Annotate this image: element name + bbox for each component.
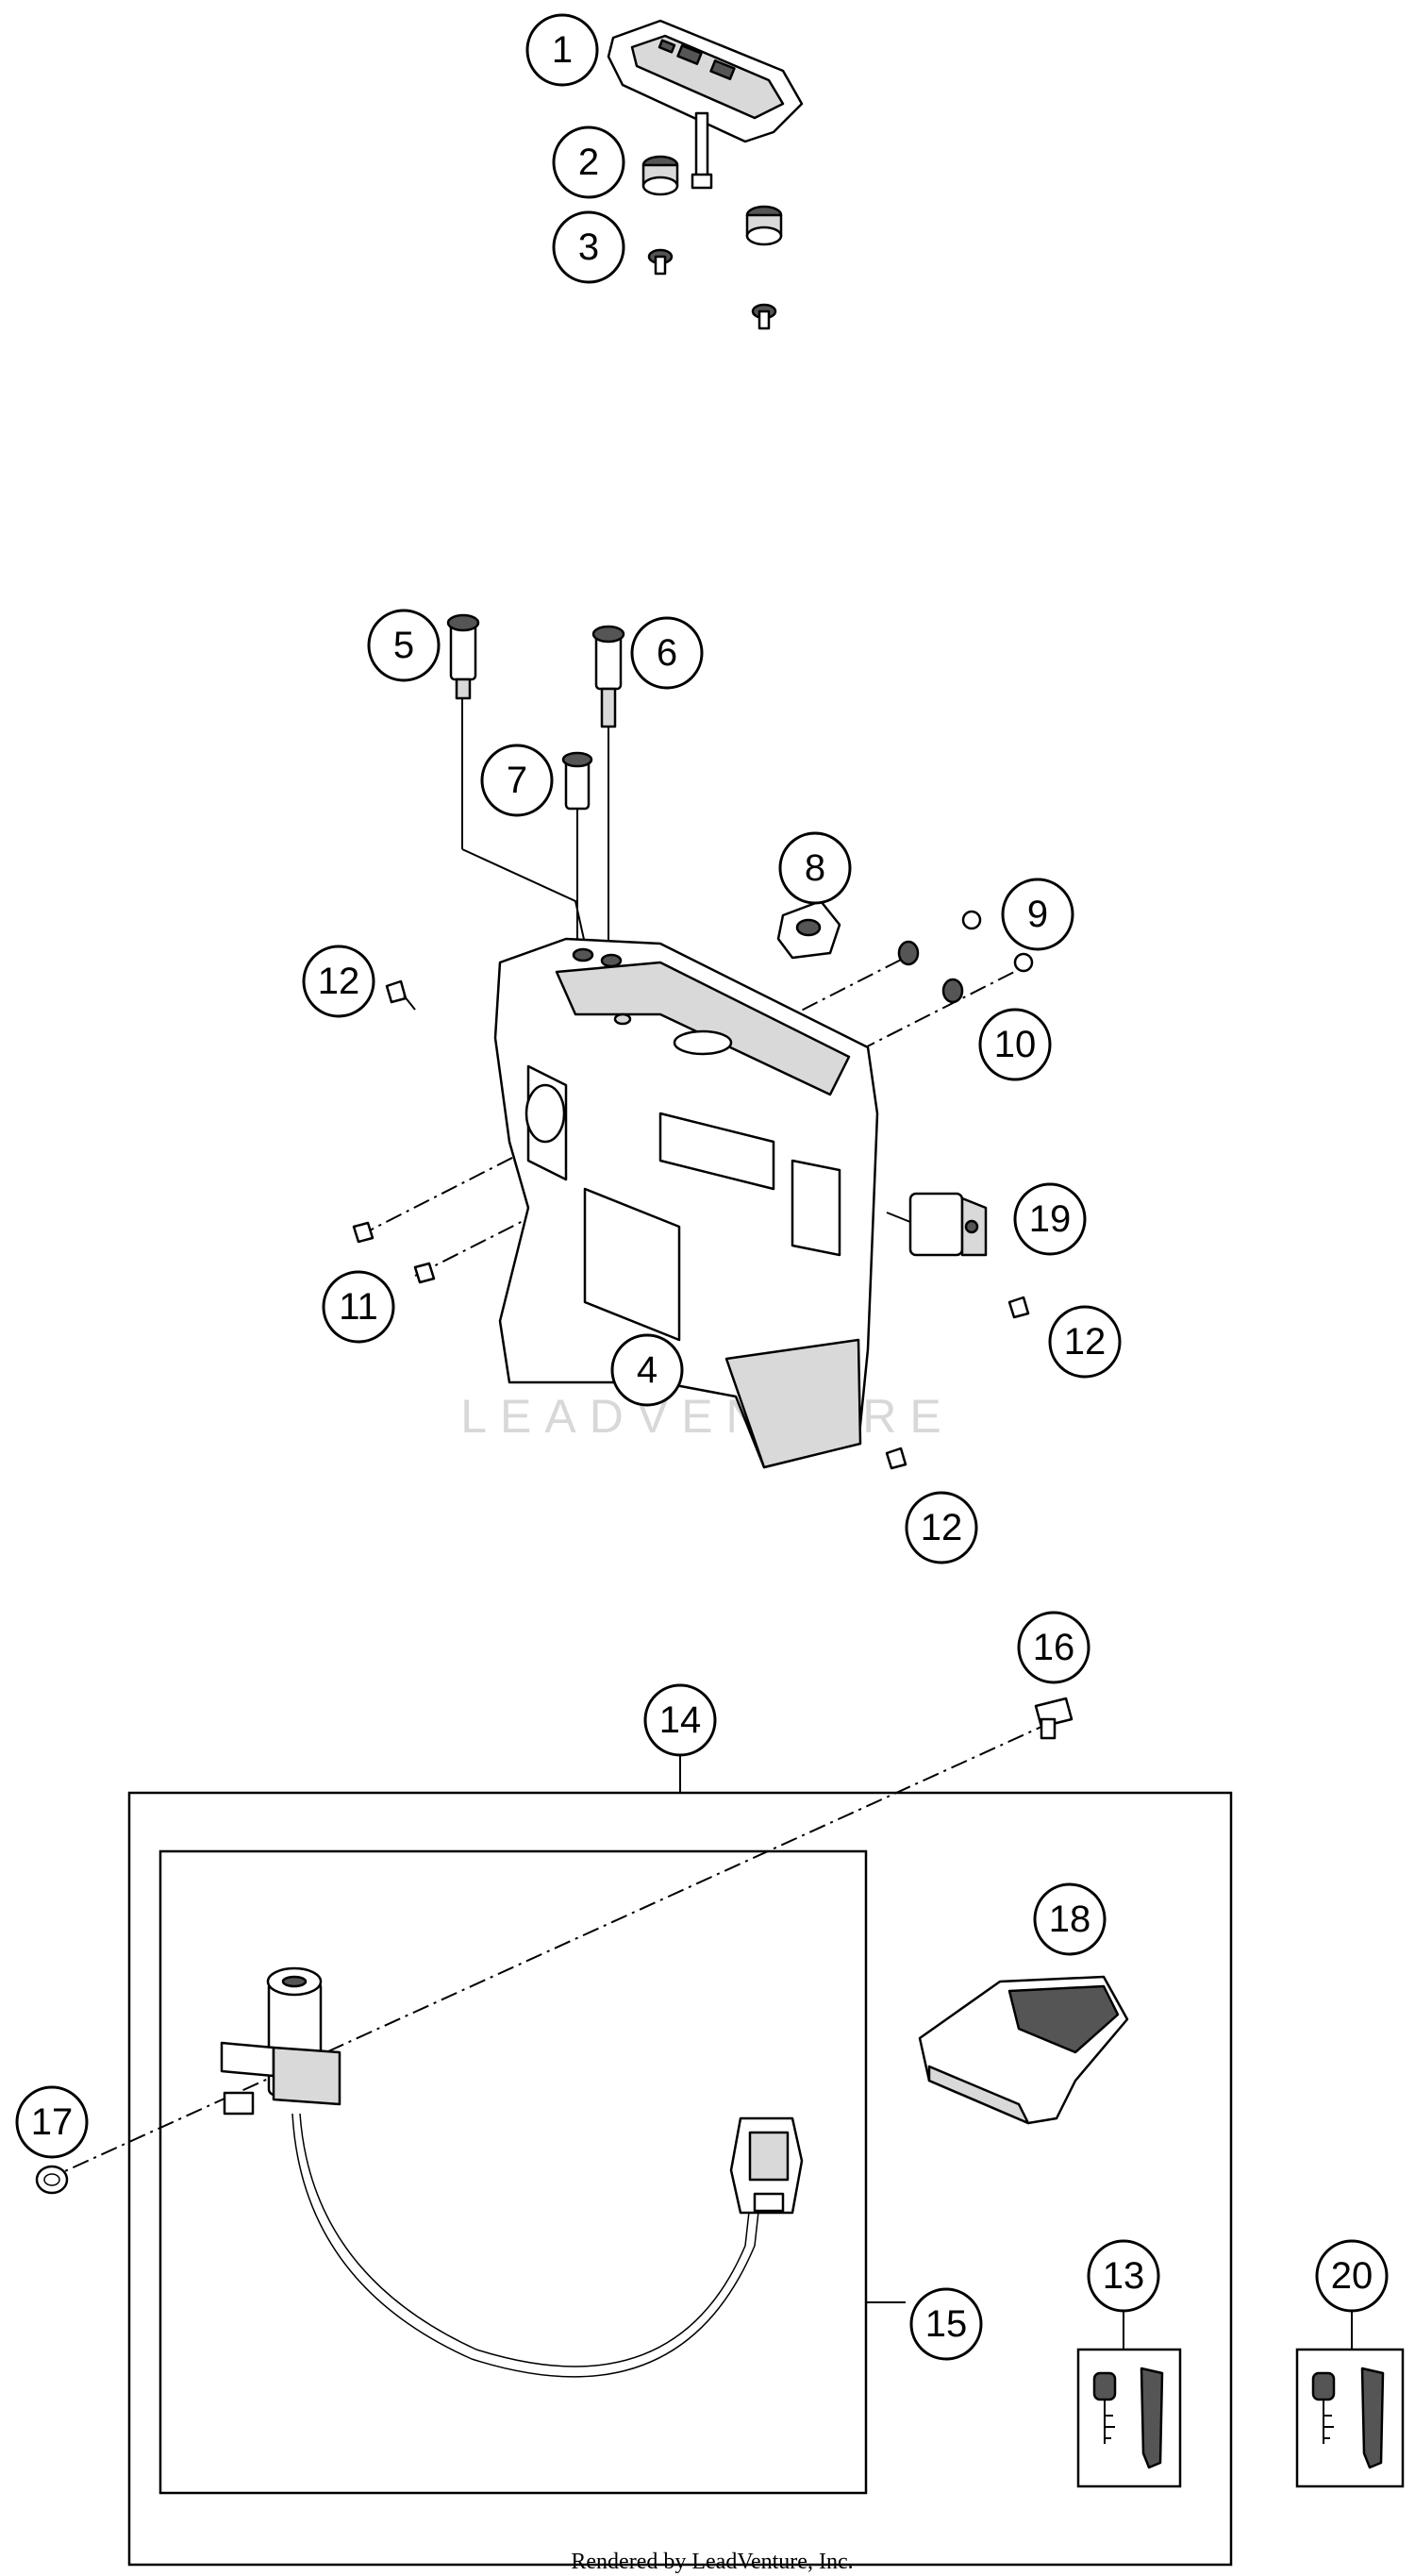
callout-10: 10 xyxy=(978,1008,1052,1081)
callout-16: 16 xyxy=(1017,1611,1090,1684)
svg-text:15: 15 xyxy=(925,2303,968,2345)
callout-3: 3 xyxy=(552,210,625,284)
callout-9: 9 xyxy=(1001,878,1074,951)
svg-text:10: 10 xyxy=(994,1024,1037,1065)
fuse-holder xyxy=(561,751,593,811)
callout-12: 12 xyxy=(905,1491,978,1564)
o-ring xyxy=(35,2165,69,2195)
callout-6: 6 xyxy=(630,616,704,690)
svg-text:9: 9 xyxy=(1027,894,1048,935)
svg-text:13: 13 xyxy=(1103,2255,1145,2297)
ignition-lock xyxy=(220,1966,765,2378)
screw xyxy=(385,979,1030,1470)
key-box xyxy=(1076,2348,1182,2488)
callout-8: 8 xyxy=(778,831,852,905)
svg-text:12: 12 xyxy=(318,961,360,1002)
kit-outline-inner xyxy=(158,1849,868,2495)
svg-text:1: 1 xyxy=(552,29,573,71)
svg-text:12: 12 xyxy=(1064,1321,1107,1363)
callout-12: 12 xyxy=(1048,1305,1122,1379)
svg-text:2: 2 xyxy=(578,142,599,183)
svg-text:12: 12 xyxy=(921,1507,963,1548)
svg-text:16: 16 xyxy=(1033,1627,1075,1668)
instrument-cluster xyxy=(607,19,804,190)
callout-11: 11 xyxy=(322,1270,395,1344)
relay xyxy=(776,899,841,960)
footer-credit: Rendered by LeadVenture, Inc. xyxy=(571,2550,853,2574)
key-box xyxy=(1295,2348,1405,2488)
screw xyxy=(647,248,777,330)
switch xyxy=(886,1192,988,1257)
callout-1: 1 xyxy=(525,13,599,87)
callout-20: 20 xyxy=(1315,2239,1389,2313)
svg-text:11: 11 xyxy=(339,1286,378,1328)
callout-2: 2 xyxy=(552,125,625,199)
callout-7: 7 xyxy=(480,744,554,817)
connector xyxy=(729,2116,804,2215)
svg-text:19: 19 xyxy=(1029,1198,1072,1240)
callout-12: 12 xyxy=(318,961,360,1002)
callout-12: 12 xyxy=(302,945,375,1018)
callout-5: 5 xyxy=(367,609,441,682)
callout-18: 18 xyxy=(1033,1882,1107,1956)
key-icon xyxy=(1092,2367,1164,2469)
bracket xyxy=(493,937,879,1469)
rubber-grommet xyxy=(641,155,783,246)
svg-text:8: 8 xyxy=(805,847,825,889)
screw xyxy=(1034,1697,1074,1740)
callout-13: 13 xyxy=(1087,2239,1160,2313)
seat-lock-cover xyxy=(918,1975,1129,2125)
svg-text:14: 14 xyxy=(659,1699,702,1741)
callout-14: 14 xyxy=(643,1683,717,1757)
svg-text:4: 4 xyxy=(637,1349,658,1391)
screw xyxy=(352,1221,436,1284)
fuse-holder xyxy=(446,613,480,700)
svg-text:7: 7 xyxy=(507,760,527,801)
key-icon xyxy=(1311,2367,1385,2469)
callout-19: 19 xyxy=(1013,1182,1087,1256)
svg-text:5: 5 xyxy=(393,625,414,666)
svg-text:20: 20 xyxy=(1331,2255,1373,2297)
screw xyxy=(961,910,1034,973)
washer xyxy=(897,940,964,1004)
callout-17: 17 xyxy=(15,2085,89,2159)
callout-15: 15 xyxy=(909,2287,983,2361)
callout-4: 4 xyxy=(610,1333,684,1407)
svg-text:6: 6 xyxy=(657,632,677,674)
watermark: LEADVENTURE xyxy=(460,1390,955,1443)
svg-text:18: 18 xyxy=(1049,1899,1091,1940)
svg-text:17: 17 xyxy=(31,2101,74,2143)
svg-text:3: 3 xyxy=(578,226,599,268)
fuse-holder xyxy=(591,625,625,728)
